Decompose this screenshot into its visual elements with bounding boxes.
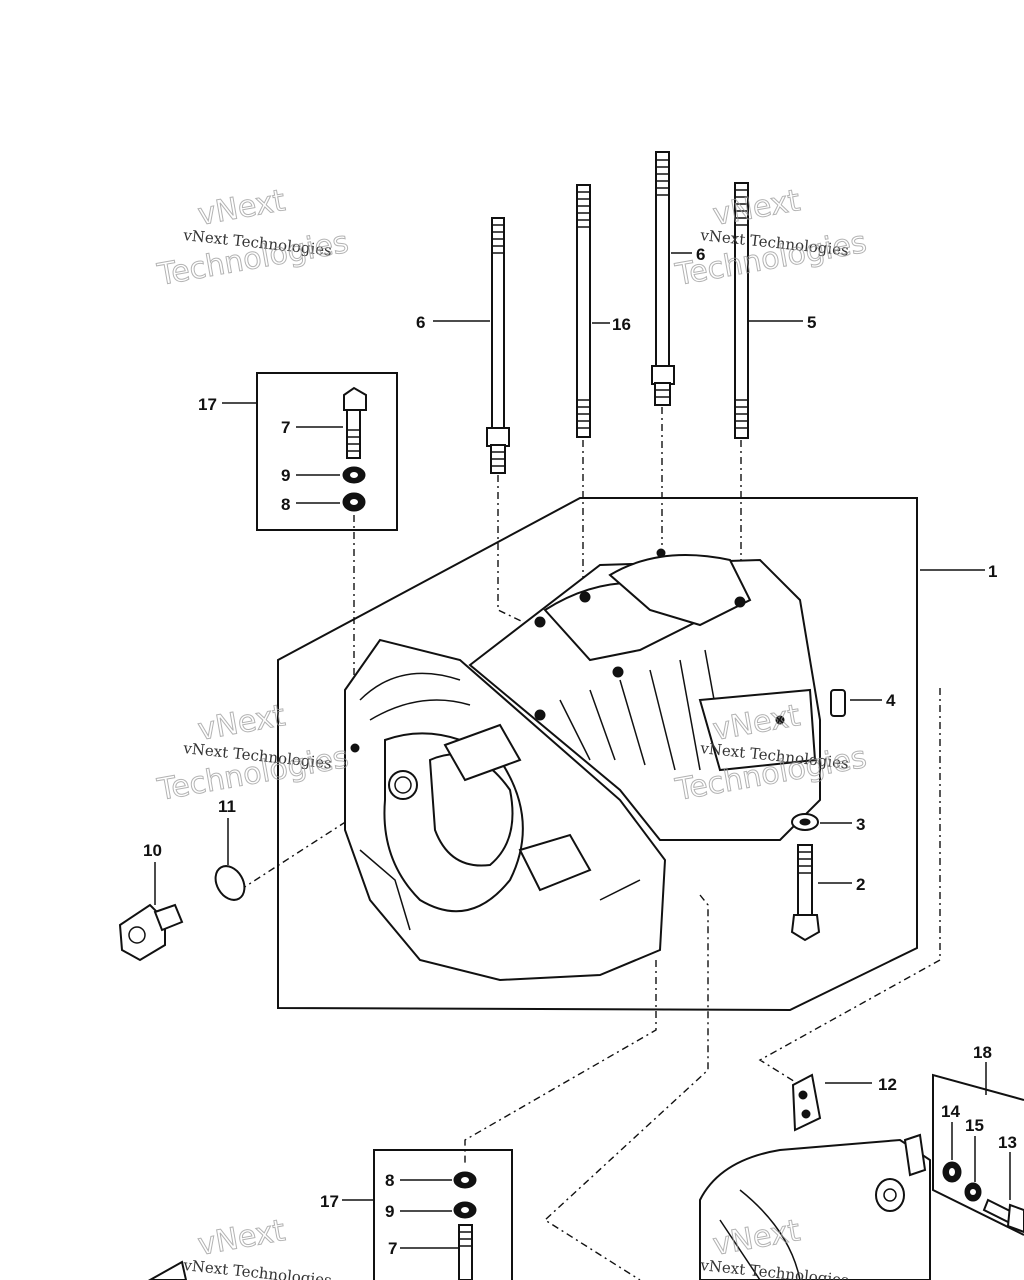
crankcase bbox=[344, 548, 821, 982]
kit-box-18 bbox=[932, 1073, 1024, 1236]
plug-10 bbox=[118, 903, 184, 962]
corner-part-fragment bbox=[147, 1260, 188, 1280]
callout-3: 3 bbox=[856, 815, 865, 834]
starter-motor bbox=[699, 1133, 931, 1280]
stud-6-left bbox=[486, 217, 510, 474]
callout-2: 2 bbox=[856, 875, 865, 894]
watermark-mid-left: vNext vNext Technologies Technologies bbox=[154, 698, 352, 809]
svg-text:vNext: vNext bbox=[710, 183, 803, 233]
kit-box-17-top bbox=[256, 372, 398, 531]
callout-5: 5 bbox=[807, 313, 816, 332]
centerline-starter-right bbox=[758, 688, 941, 1086]
kit-box-17-bottom bbox=[373, 1149, 513, 1280]
callout-10: 10 bbox=[143, 841, 162, 860]
stud-16 bbox=[576, 184, 591, 438]
svg-text:vNext Technologies: vNext Technologies bbox=[182, 1256, 333, 1280]
centerline-lower-bolt bbox=[464, 960, 657, 1165]
callout-6-right: 6 bbox=[696, 245, 705, 264]
centerline-starter-mount bbox=[543, 894, 709, 1280]
callout-4: 4 bbox=[886, 691, 896, 710]
callout-8-top: 8 bbox=[281, 495, 290, 514]
bolt-2 bbox=[790, 844, 821, 942]
bracket-12 bbox=[791, 1073, 822, 1132]
svg-text:vNext: vNext bbox=[195, 1213, 288, 1263]
watermark-top-left: vNext vNext Technologies Technologies bbox=[154, 183, 352, 294]
callout-17-top: 17 bbox=[198, 395, 217, 414]
callout-6-left: 6 bbox=[416, 313, 425, 332]
bolt-7-top bbox=[343, 386, 367, 459]
callout-11: 11 bbox=[218, 797, 236, 816]
callout-16: 16 bbox=[612, 315, 631, 334]
callout-8-bottom: 8 bbox=[385, 1171, 394, 1190]
svg-text:vNext: vNext bbox=[195, 183, 288, 233]
callout-9-bottom: 9 bbox=[385, 1202, 394, 1221]
callout-15: 15 bbox=[965, 1116, 984, 1135]
dowel-pin-4 bbox=[830, 689, 846, 717]
stud-6-right bbox=[651, 151, 675, 406]
callout-7-bottom: 7 bbox=[388, 1239, 397, 1258]
bolt-13 bbox=[982, 1198, 1024, 1234]
callout-18: 18 bbox=[973, 1043, 992, 1062]
centerline-stud-6-left bbox=[497, 475, 541, 631]
leader-lines bbox=[154, 252, 1011, 1249]
stud-5 bbox=[734, 182, 749, 439]
watermark-top-right: vNext vNext Technologies Technologies bbox=[672, 183, 870, 294]
svg-text:vNext: vNext bbox=[195, 698, 288, 748]
callout-12: 12 bbox=[878, 1075, 897, 1094]
callout-17-bottom: 17 bbox=[320, 1192, 339, 1211]
callout-9-top: 9 bbox=[281, 466, 290, 485]
callout-13: 13 bbox=[998, 1133, 1017, 1152]
callout-14: 14 bbox=[941, 1102, 960, 1121]
callout-1: 1 bbox=[988, 562, 997, 581]
assembly-outline-1 bbox=[277, 497, 918, 1012]
bolt-7-bottom bbox=[458, 1224, 473, 1280]
watermark-bottom-left: vNext vNext Technologies bbox=[182, 1213, 333, 1280]
o-ring-11 bbox=[214, 865, 246, 901]
callout-7-top: 7 bbox=[281, 418, 290, 437]
